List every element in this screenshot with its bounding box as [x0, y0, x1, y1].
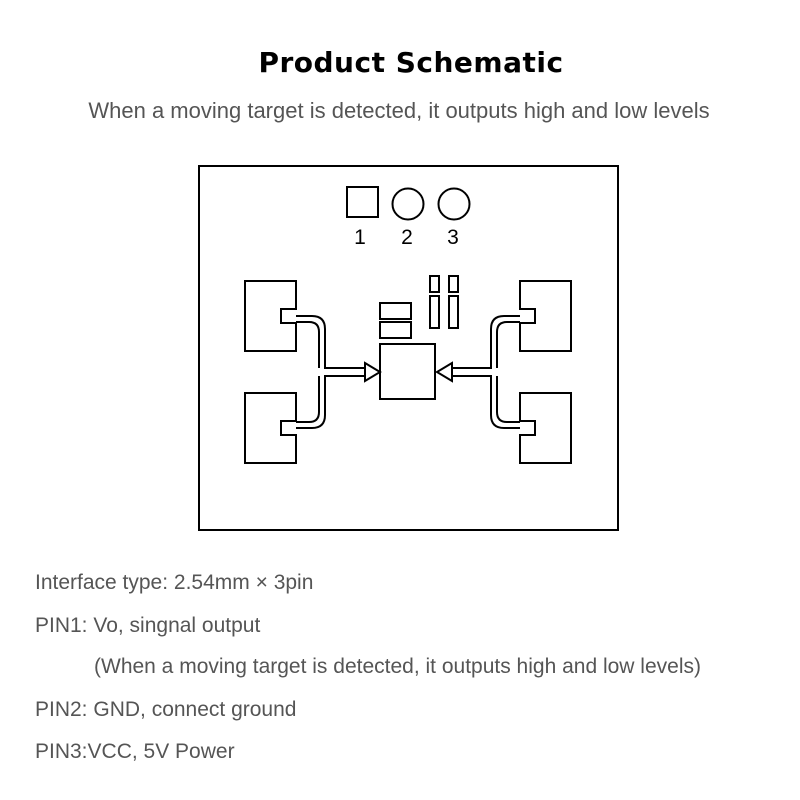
- pin3-description: PIN3:VCC, 5V Power: [35, 740, 235, 763]
- component-block-4: [448, 295, 459, 329]
- right-trace-inner-bottom: [496, 376, 520, 423]
- right-bottom-antenna-pad: [519, 392, 572, 464]
- right-top-antenna-pad: [519, 280, 572, 352]
- component-block-1: [429, 275, 440, 293]
- page-subtitle: When a moving target is detected, it out…: [88, 98, 710, 123]
- pin1-number-label: 1: [354, 226, 366, 249]
- left-arrow-head: [364, 361, 382, 383]
- pin3-number-label: 3: [447, 226, 459, 249]
- left-trace-inner: [296, 321, 320, 368]
- right-trace-outer-bottom: [452, 375, 520, 429]
- upper-capacitor: [379, 302, 412, 320]
- left-trace-outer-bottom: [296, 375, 365, 429]
- pin2-number-label: 2: [401, 226, 413, 249]
- right-trace-inner: [496, 321, 520, 368]
- pin1-square-pad: [346, 186, 379, 218]
- left-top-antenna-pad: [244, 280, 297, 352]
- pin1-description: PIN1: Vo, singnal output: [35, 614, 261, 637]
- pin2-description: PIN2: GND, connect ground: [35, 698, 297, 721]
- left-trace-inner-bottom: [296, 376, 320, 423]
- pin1-note: (When a moving target is detected, it ou…: [94, 655, 701, 678]
- interface-type-text: Interface type: 2.54mm × 3pin: [35, 571, 314, 594]
- component-block-3: [429, 295, 440, 329]
- left-bottom-antenna-pad: [244, 392, 297, 464]
- central-chip: [379, 343, 436, 400]
- page-title: Product Schematic: [258, 46, 564, 79]
- lower-capacitor: [379, 321, 412, 339]
- pin2-round-pad: [391, 187, 425, 221]
- right-trace-outer: [452, 315, 520, 369]
- left-trace-outer: [296, 315, 365, 369]
- right-arrow-head: [435, 361, 453, 383]
- component-block-2: [448, 275, 459, 293]
- pin3-round-pad: [437, 187, 471, 221]
